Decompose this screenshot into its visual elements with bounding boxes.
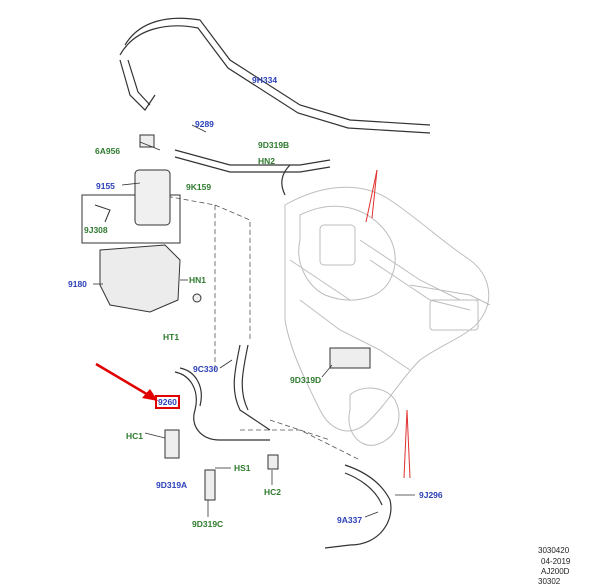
callout-9180: 9180	[68, 279, 87, 289]
callout-9J308: 9J308	[84, 225, 108, 235]
reference-date: 04-2019	[541, 557, 571, 566]
red-arrow	[95, 362, 158, 401]
reference-code: 3030420	[538, 546, 570, 555]
callout-9289: 9289	[195, 119, 214, 129]
callout-9D319A: 9D319A	[156, 480, 188, 490]
leader-lines	[93, 124, 415, 518]
callout-9D319B: 9D319B	[258, 140, 290, 150]
reference-extra: 30302	[538, 577, 561, 586]
callout-HN1: HN1	[189, 275, 207, 285]
callout-6A956: 6A956	[95, 146, 121, 156]
dashed-lines	[159, 194, 361, 461]
callout-9155: 9155	[96, 181, 115, 191]
fuel-pipes-lower	[174, 344, 392, 549]
callout-9K159: 9K159	[186, 182, 212, 192]
filter-assembly	[81, 134, 181, 244]
heat-shield	[99, 244, 181, 313]
callout-9H334: 9H334	[252, 75, 278, 85]
callout-HN2: HN2	[258, 156, 276, 166]
callout-9A337: 9A337	[337, 515, 363, 525]
clips	[164, 293, 371, 501]
reference-model: AJ200D	[541, 567, 570, 576]
callout-HS1: HS1	[234, 463, 251, 473]
callout-9J296: 9J296	[419, 490, 443, 500]
callout-HC2: HC2	[264, 487, 282, 497]
callout-9260-highlighted: 9260	[155, 395, 180, 409]
callout-HC1: HC1	[126, 431, 144, 441]
callout-9D319C: 9D319C	[192, 519, 224, 529]
engine-outline	[284, 186, 491, 446]
fuel-pipes-top	[119, 17, 431, 196]
callout-9C330: 9C330	[193, 364, 219, 374]
callout-HT1: HT1	[163, 332, 180, 342]
callout-9D319D: 9D319D	[290, 375, 322, 385]
red-leader-lines	[365, 169, 411, 479]
